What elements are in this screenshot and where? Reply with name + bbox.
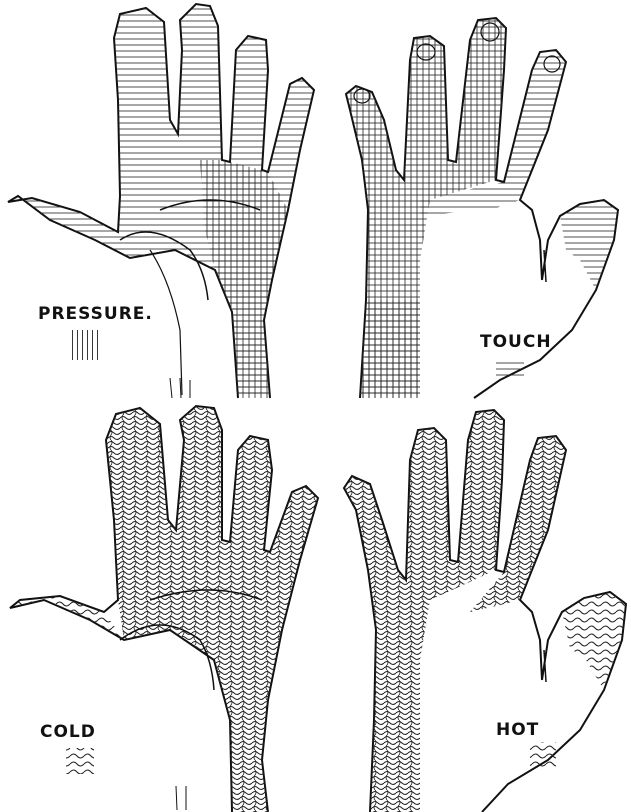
label-hot: HOT [496,720,539,740]
label-touch: TOUCH [480,332,552,352]
hand-hot-fill [344,410,504,812]
hand-hot [344,410,626,812]
hand-touch-wrist-fill [360,300,420,398]
pressure-key-icon [68,330,100,360]
hand-cold-fill [106,406,318,812]
label-pressure: PRESSURE. [38,304,153,324]
hot-key-icon [530,742,556,768]
hand-hot-thumb-fill [562,592,626,690]
label-cold: COLD [40,722,96,742]
touch-key-icon [496,358,524,378]
cold-key-icon [66,748,94,774]
hand-pressure [8,4,314,398]
hand-cold-thumb-fill [10,596,124,640]
hand-touch-thumb-fill [560,200,618,290]
hand-cold [10,406,318,812]
hand-pressure-grid-fill [200,160,288,398]
hand-pressure-thumb-fill [18,196,130,258]
